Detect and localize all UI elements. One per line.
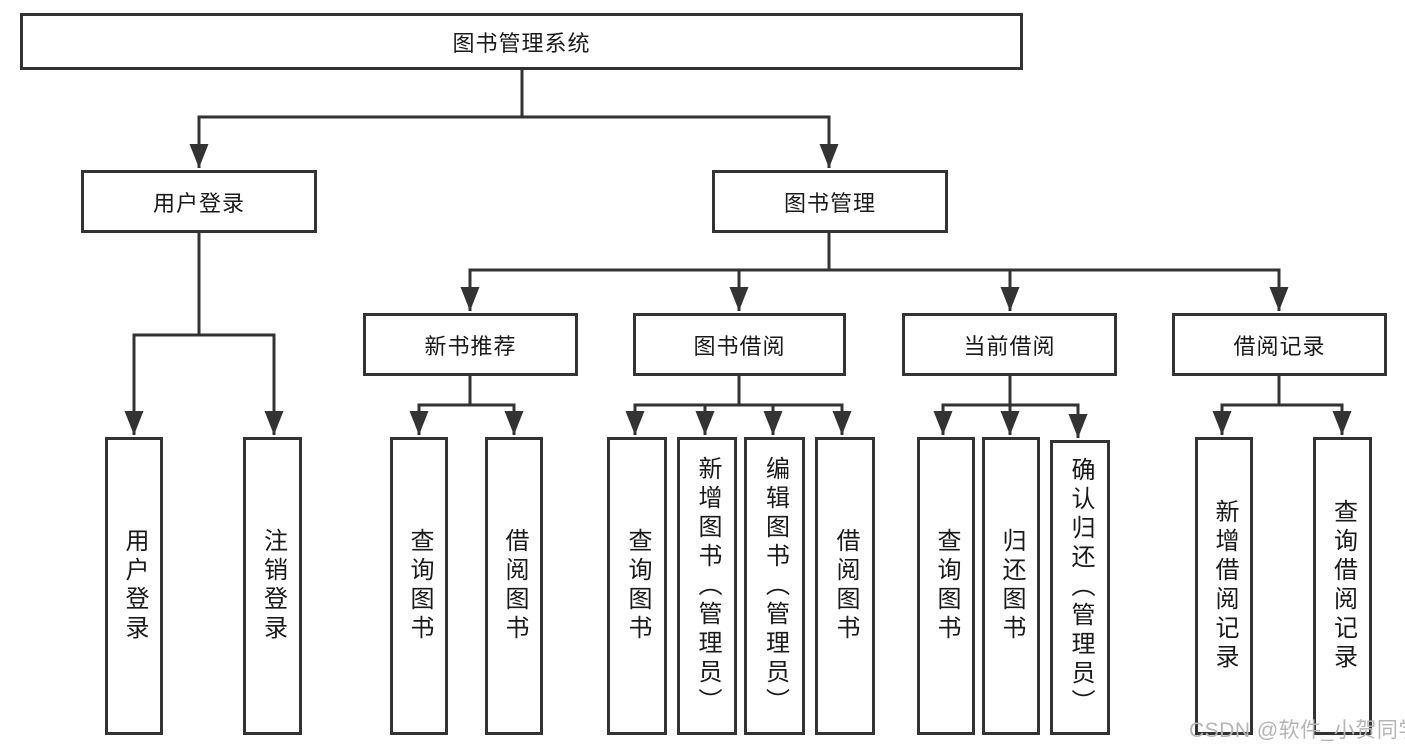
- leaf-edit-books-admin: 编辑图书（管理员）: [744, 437, 805, 735]
- leaf-user-login: 用户登录: [105, 437, 163, 735]
- leaf-logout: 注销登录: [243, 437, 302, 735]
- leaf-query-borrow-record: 查询借阅记录: [1313, 437, 1372, 735]
- leaf-query-books-current: 查询图书: [917, 437, 975, 735]
- leaf-borrow-books-recommend: 借阅图书: [485, 437, 543, 735]
- node-current-borrowing: 当前借阅: [902, 313, 1117, 376]
- leaf-return-books: 归还图书: [982, 437, 1040, 735]
- node-borrowing-records: 借阅记录: [1172, 313, 1387, 376]
- node-book-management: 图书管理: [712, 170, 948, 233]
- leaf-borrow-books: 借阅图书: [815, 437, 875, 735]
- leaf-query-books-borrow: 查询图书: [607, 437, 667, 735]
- leaf-add-borrow-record: 新增借阅记录: [1195, 437, 1253, 735]
- node-book-borrowing: 图书借阅: [633, 313, 846, 376]
- csdn-watermark: CSDN @软件_小贺同学: [1189, 719, 1405, 742]
- node-user-login: 用户登录: [81, 170, 317, 233]
- node-root-system: 图书管理系统: [20, 13, 1023, 70]
- node-new-book-recommendation: 新书推荐: [363, 313, 578, 376]
- leaf-query-books-recommend: 查询图书: [390, 437, 448, 735]
- leaf-confirm-return-admin: 确认归还（管理员）: [1050, 440, 1110, 735]
- leaf-add-books-admin: 新增图书（管理员）: [677, 437, 737, 735]
